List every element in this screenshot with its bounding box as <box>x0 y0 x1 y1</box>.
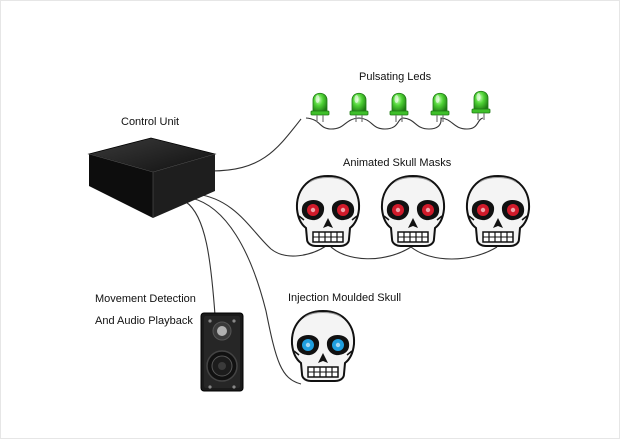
led-icon <box>310 92 330 123</box>
wire-control-to-masks <box>195 193 327 257</box>
led-icon <box>471 90 491 121</box>
movement-detection-label: Movement Detection <box>95 293 196 305</box>
led-icon <box>389 92 409 123</box>
injection-moulded-skull-label: Injection Moulded Skull <box>288 292 402 304</box>
pulsating-leds-label: Pulsating Leds <box>359 71 432 83</box>
led-icon <box>430 92 450 123</box>
skull-icon <box>295 175 361 247</box>
skull-icon <box>380 175 446 247</box>
skull-mask-group <box>295 175 531 247</box>
wires <box>185 117 498 385</box>
skull-icon <box>290 310 356 382</box>
wire-led-chain <box>305 117 484 130</box>
audio-playback-label: And Audio Playback <box>95 315 193 327</box>
sensor-speaker-icon <box>200 312 244 392</box>
wire-control-to-leds <box>210 118 302 172</box>
led-group <box>310 90 491 123</box>
control-box-icon <box>87 137 217 218</box>
wire-mask-chain <box>328 244 498 260</box>
injection-skull <box>290 310 356 382</box>
wire-control-to-sensor <box>185 201 216 316</box>
control-unit-label: Control Unit <box>121 116 180 128</box>
skull-icon <box>465 175 531 247</box>
animated-skull-masks-label: Animated Skull Masks <box>343 157 452 169</box>
wire-control-to-skull <box>190 197 302 385</box>
